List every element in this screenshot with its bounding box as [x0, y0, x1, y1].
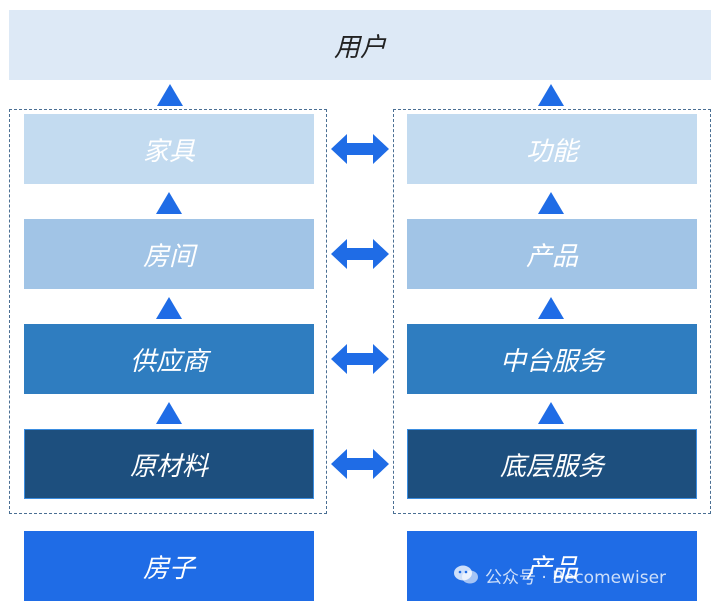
up-arrow-icon — [538, 192, 564, 214]
up-arrow-icon — [538, 297, 564, 319]
watermark-text: 公众号 · Becomewiser — [485, 567, 667, 588]
left-box-label: 原材料 — [129, 451, 208, 482]
double-arrow-icon — [331, 239, 389, 269]
up-arrow-icon — [156, 192, 182, 214]
left-box-furniture: 家具 — [24, 114, 314, 184]
left-base-house: 房子 — [24, 531, 314, 601]
right-box-middle-platform: 中台服务 — [407, 324, 697, 394]
left-box-raw-material: 原材料 — [24, 429, 314, 499]
right-dashed-frame — [393, 109, 711, 514]
up-arrow-icon — [538, 84, 564, 106]
left-box-supplier: 供应商 — [24, 324, 314, 394]
right-base-product: 产品 — [407, 531, 697, 601]
right-box-label: 底层服务 — [499, 451, 604, 482]
right-box-label: 功能 — [525, 136, 578, 167]
right-base-label: 产品 — [525, 553, 578, 584]
up-arrow-icon — [538, 402, 564, 424]
left-box-room: 房间 — [24, 219, 314, 289]
left-base-label: 房子 — [142, 553, 195, 584]
right-box-base-service: 底层服务 — [407, 429, 697, 499]
watermark: 公众号 · Becomewiser — [453, 561, 666, 589]
up-arrow-icon — [156, 402, 182, 424]
right-box-label: 产品 — [525, 241, 578, 272]
top-user-label: 用户 — [333, 32, 386, 63]
wechat-icon — [454, 565, 478, 584]
left-box-label: 家具 — [142, 136, 195, 167]
right-box-product: 产品 — [407, 219, 697, 289]
right-box-label: 中台服务 — [499, 346, 604, 377]
double-arrow-icon — [331, 449, 389, 479]
up-arrow-icon — [157, 84, 183, 106]
top-user-box: 用户 — [9, 10, 711, 80]
double-arrow-icon — [331, 344, 389, 374]
double-arrow-icon — [331, 134, 389, 164]
left-dashed-frame — [9, 109, 327, 514]
left-box-label: 供应商 — [129, 346, 208, 377]
left-box-label: 房间 — [142, 241, 195, 272]
up-arrow-icon — [156, 297, 182, 319]
right-box-function: 功能 — [407, 114, 697, 184]
